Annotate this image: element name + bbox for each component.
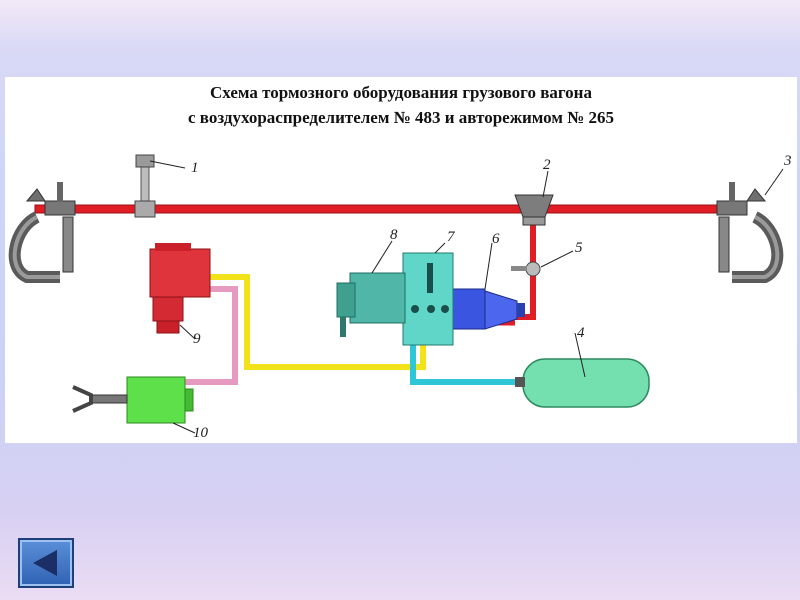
regulator-9 <box>149 243 211 334</box>
stop-cock-1 <box>134 154 156 218</box>
brake-cylinder-10 <box>72 376 194 424</box>
label-9: 9 <box>193 331 201 347</box>
diagram-panel: Схема тормозного оборудования грузового … <box>5 77 797 443</box>
air-distributor-7 <box>402 252 454 346</box>
label-2: 2 <box>543 157 551 173</box>
label-5: 5 <box>575 240 583 256</box>
label-6: 6 <box>492 231 500 247</box>
leader-lines <box>149 160 784 434</box>
brake-diagram: 1 2 3 4 5 6 7 8 9 10 <box>8 153 792 441</box>
label-10: 10 <box>193 425 209 441</box>
diagram-title-line-1: Схема тормозного оборудования грузового … <box>210 83 592 102</box>
label-7: 7 <box>447 229 456 245</box>
yellow-pipe <box>210 274 426 370</box>
back-button[interactable] <box>18 538 74 588</box>
dust-collector-2 <box>514 194 554 226</box>
left-coupling-hose <box>8 182 76 283</box>
label-1: 1 <box>191 160 199 176</box>
label-3: 3 <box>783 153 792 169</box>
label-8: 8 <box>390 227 398 243</box>
right-coupling-hose <box>716 182 784 283</box>
main-part-8 <box>336 272 406 337</box>
back-arrow-icon <box>33 550 57 576</box>
diagram-title-line-2: с воздухораспределителем № 483 и автореж… <box>187 108 615 127</box>
cut-off-valve-5 <box>511 261 541 277</box>
reservoir-4 <box>515 358 650 408</box>
pink-pipe <box>185 286 238 385</box>
label-4: 4 <box>577 325 585 341</box>
